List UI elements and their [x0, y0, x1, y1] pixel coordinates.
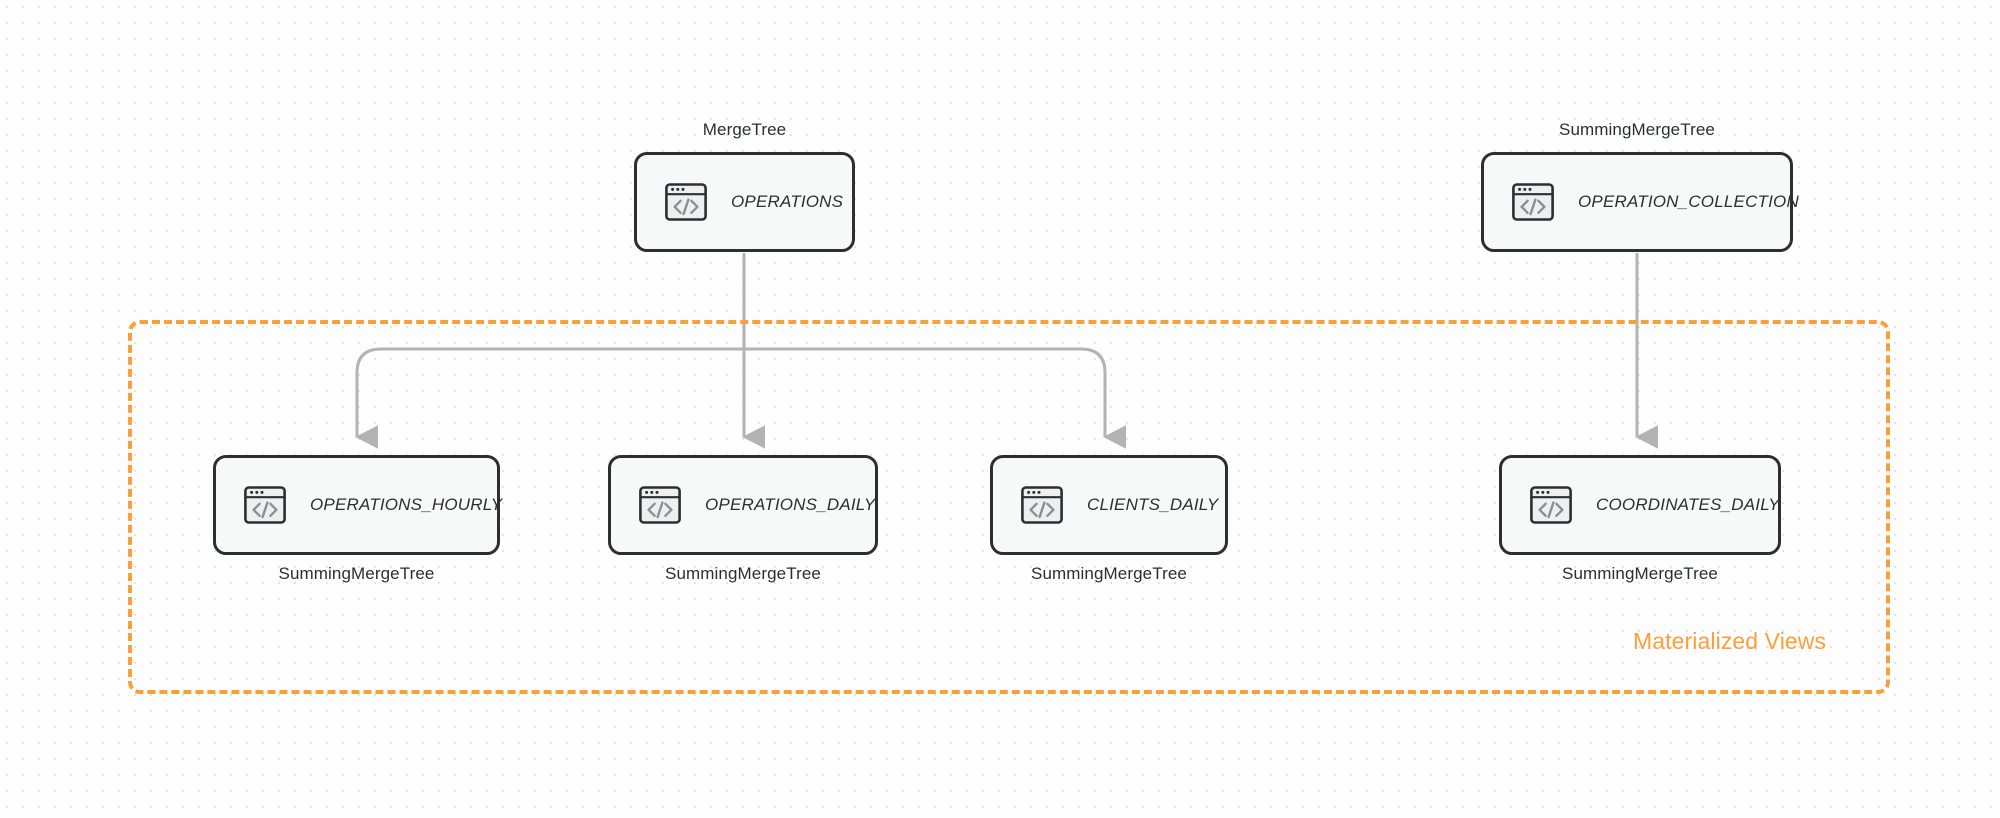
code-window-icon	[244, 486, 286, 524]
node-title-operations: OPERATIONS	[731, 192, 844, 211]
engine-label-clients-daily: SummingMergeTree	[1031, 564, 1187, 583]
engine-label-operations: MergeTree	[702, 120, 787, 139]
node-operation-collection[interactable]: OPERATION_COLLECTION	[1481, 152, 1799, 252]
node-title-operations-daily: OPERATIONS_DAILY	[705, 495, 876, 514]
node-coordinates-daily[interactable]: COORDINATES_DAILY	[1499, 455, 1781, 555]
node-operations[interactable]: OPERATIONS	[634, 152, 855, 252]
materialized-views-group-label: Materialized Views	[1633, 628, 1827, 654]
node-title-clients-daily: CLIENTS_DAILY	[1087, 495, 1219, 514]
node-title-operation-collection: OPERATION_COLLECTION	[1578, 192, 1799, 211]
engine-label-operations-hourly: SummingMergeTree	[278, 564, 435, 583]
materialized-views-group	[128, 320, 1890, 694]
code-window-icon	[665, 183, 707, 221]
code-window-icon	[1021, 486, 1063, 524]
node-title-operations-hourly: OPERATIONS_HOURLY	[310, 495, 503, 514]
node-operations-daily[interactable]: OPERATIONS_DAILY	[608, 455, 878, 555]
code-window-icon	[1530, 486, 1572, 524]
node-title-coordinates-daily: COORDINATES_DAILY	[1596, 495, 1780, 514]
code-window-icon	[639, 486, 681, 524]
code-window-icon	[1512, 183, 1554, 221]
engine-label-operations-daily: SummingMergeTree	[665, 564, 821, 583]
engine-label-operation-collection: SummingMergeTree	[1559, 120, 1715, 139]
node-clients-daily[interactable]: CLIENTS_DAILY	[990, 455, 1228, 555]
node-operations-hourly[interactable]: OPERATIONS_HOURLY	[213, 455, 503, 555]
engine-label-coordinates-daily: SummingMergeTree	[1562, 564, 1718, 583]
